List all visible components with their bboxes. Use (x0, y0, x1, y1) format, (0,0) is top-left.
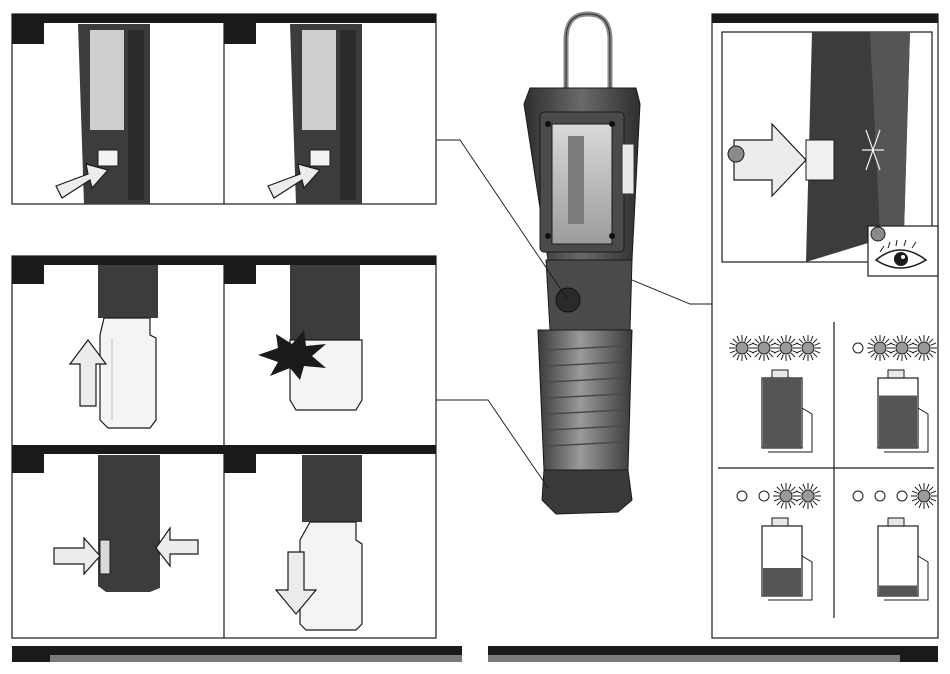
hanging-hook (566, 14, 610, 94)
panel-release-top (12, 14, 436, 204)
step-badge (224, 445, 256, 473)
step-badge (12, 256, 44, 284)
led-off-icon (875, 491, 885, 501)
arrows-inward-icon (156, 528, 198, 566)
battery-fill-icon (762, 518, 812, 600)
device-handle (302, 455, 362, 522)
page-footer (12, 646, 938, 662)
work-light-device (524, 14, 640, 514)
battery-pack (300, 522, 362, 630)
arrows-inward-icon (54, 538, 100, 574)
charge-level-quadrant (729, 335, 821, 452)
led-off-icon (853, 491, 863, 501)
device-handle (98, 265, 158, 318)
charge-level-quadrant (853, 335, 937, 452)
led-lit-icon (911, 335, 937, 361)
panel-charge-check (712, 14, 938, 638)
battery-fill-icon (878, 370, 928, 452)
step-badge (224, 14, 256, 44)
panel-battery-steps (12, 256, 436, 638)
step-badge (12, 445, 44, 473)
charge-level-quadrant (853, 483, 937, 600)
battery-fill-icon (878, 518, 928, 600)
battery-fill-icon (762, 370, 812, 452)
led-lit-icon (795, 335, 821, 361)
charge-level-quadrant (737, 483, 821, 600)
callout-marker (728, 146, 744, 162)
warning-label (622, 144, 634, 194)
led-off-icon (853, 343, 863, 353)
step-badge (224, 256, 256, 284)
led-off-icon (737, 491, 747, 501)
battery-pack (100, 318, 156, 428)
led-off-icon (897, 491, 907, 501)
step-badge (12, 14, 44, 44)
led-lit-icon (795, 483, 821, 509)
led-lit-icon (911, 483, 937, 509)
callout-marker (871, 227, 885, 241)
device-handle (290, 265, 360, 340)
led-off-icon (759, 491, 769, 501)
